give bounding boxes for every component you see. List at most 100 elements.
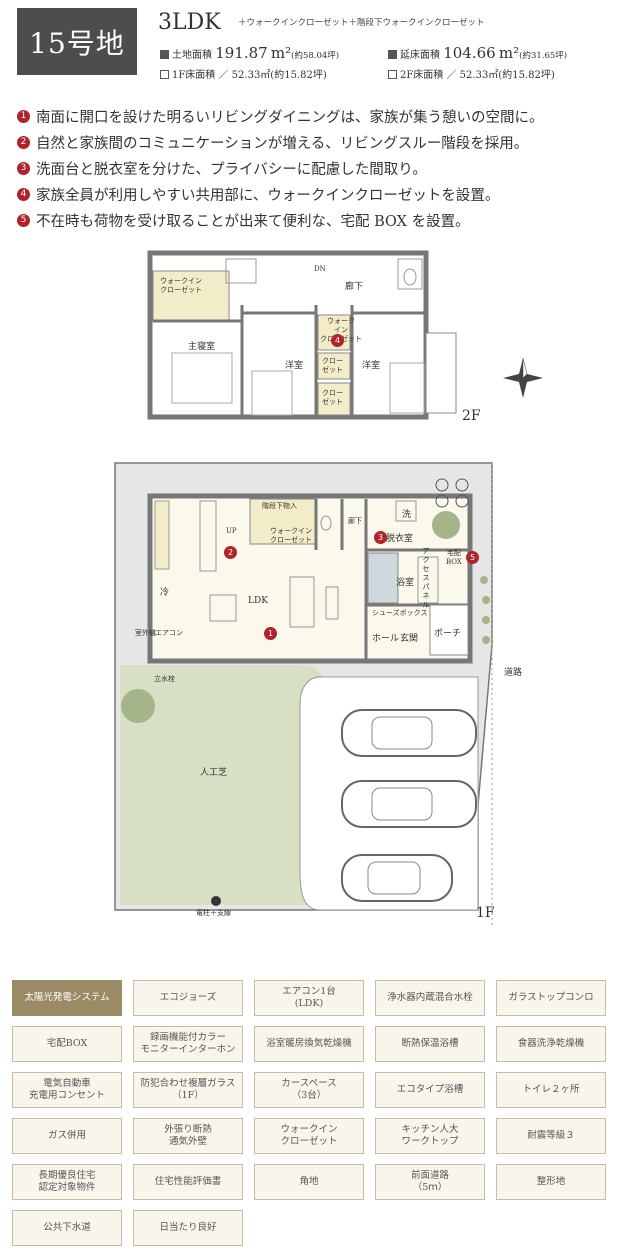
label-outdoor: 室外機 bbox=[135, 629, 156, 637]
label-walkin-2f: ウォークインクローゼット bbox=[160, 277, 202, 294]
kitchen-counter bbox=[154, 500, 170, 570]
porch bbox=[429, 604, 469, 656]
equipment-tile: ガス併用 bbox=[12, 1118, 122, 1154]
toilet-icon bbox=[320, 515, 332, 531]
label-wash: 洗 bbox=[402, 510, 412, 520]
floor-total-row: 延床面積 104.66 m²(約31.65坪) bbox=[388, 44, 567, 62]
feature-text: 家族全員が利用しやすい共用部に、ウォークインクローゼットを設置。 bbox=[36, 187, 500, 204]
label-entrance-hall: ホール bbox=[372, 634, 400, 644]
number-badge-icon: 4 bbox=[17, 187, 30, 201]
delivery-box-area bbox=[417, 556, 439, 604]
bathtub-icon bbox=[367, 552, 399, 604]
equipment-tile: エコタイプ浴槽 bbox=[375, 1072, 485, 1108]
floor-total-tsubo: (約31.65坪) bbox=[519, 51, 568, 61]
feature-text: 自然と家族間のコミュニケーションが増える、リビングスルー階段を採用。 bbox=[36, 135, 529, 152]
land-area-row: 土地面積 191.87 m²(約58.04坪) bbox=[160, 44, 339, 62]
floor-2f-value: ／ 52.33㎡(約15.82坪) bbox=[446, 70, 555, 81]
floor2-label: 2F bbox=[462, 408, 481, 424]
equipment-tile: 太陽光発電システム bbox=[12, 980, 122, 1016]
number-badge-icon: 3 bbox=[17, 161, 30, 175]
floor2-balcony bbox=[425, 332, 457, 414]
floor2-toilet bbox=[397, 258, 423, 290]
label-fridge: 冷 bbox=[160, 588, 170, 598]
equipment-tile: 宅配BOX bbox=[12, 1026, 122, 1062]
bed-icon bbox=[251, 370, 293, 416]
label-stair-wic: ウォークインクローゼット bbox=[270, 527, 312, 544]
pin-5: 5 bbox=[466, 551, 479, 564]
pin-2: 2 bbox=[224, 546, 237, 559]
feature-text: 不在時も荷物を受け取ることが出来て便利な、宅配 BOX を設置。 bbox=[36, 213, 470, 230]
floor-plan-drawing bbox=[114, 250, 543, 925]
feature-item: 2 自然と家族間のコミュニケーションが増える、リビングスルー階段を採用。 bbox=[17, 129, 607, 155]
bed-icon bbox=[389, 362, 425, 414]
filled-square-icon bbox=[388, 50, 397, 59]
feature-item: 5 不在時も荷物を受け取ることが出来て便利な、宅配 BOX を設置。 bbox=[17, 207, 607, 233]
label-dn: DN bbox=[314, 265, 326, 273]
label-hall-1f: 廊下 bbox=[348, 517, 362, 525]
equipment-tile: 住宅性能評価書 bbox=[133, 1164, 243, 1200]
equipment-tile: 日当たり良好 bbox=[133, 1210, 243, 1246]
label-hall-2f: 廊下 bbox=[345, 282, 364, 292]
equipment-tile: 浄水器内蔵混合水栓 bbox=[375, 980, 485, 1016]
car-icon bbox=[341, 854, 453, 902]
stair-wic bbox=[249, 498, 317, 545]
label-stair-storage: 階段下物入 bbox=[262, 502, 297, 510]
floor-total-label: 延床面積 bbox=[400, 50, 440, 61]
label-up: UP bbox=[226, 527, 237, 535]
dining-table-icon bbox=[209, 594, 237, 622]
turf-area bbox=[120, 665, 300, 905]
equipment-tile: 外張り断熱通気外壁 bbox=[133, 1118, 243, 1154]
number-badge-icon: 5 bbox=[17, 213, 30, 227]
car-icon bbox=[341, 709, 477, 757]
equipment-tile: 電気自動車充電用コンセント bbox=[12, 1072, 122, 1108]
equipment-tile: 角地 bbox=[254, 1164, 364, 1200]
bicycle-icon bbox=[435, 478, 469, 508]
equipment-tile: キッチン人大ワークトップ bbox=[375, 1118, 485, 1154]
equipment-tile: 公共下水道 bbox=[12, 1210, 122, 1246]
label-access-panel: アクセスパネル bbox=[422, 547, 430, 609]
floor-1f-row: 1F床面積 ／ 52.33㎡(約15.82坪) bbox=[160, 66, 327, 81]
land-area-unit: m² bbox=[270, 44, 292, 62]
equipment-tile: エコジョーズ bbox=[133, 980, 243, 1016]
pin-1: 1 bbox=[264, 627, 277, 640]
equipment-tile: 耐震等級３ bbox=[496, 1118, 606, 1154]
label-closet-2: クローゼット bbox=[322, 389, 343, 406]
label-shoes: シューズボックス bbox=[372, 609, 428, 617]
lot-number-badge: 15号地 bbox=[17, 8, 137, 75]
floor-total-unit: m² bbox=[498, 44, 520, 62]
floor-plan: ウォークインクローゼット 主寝室 洋室 洋室 廊下 DN ウォークインクローゼッ… bbox=[0, 245, 620, 965]
equipment-tile: カースペース（3台） bbox=[254, 1072, 364, 1108]
label-master: 主寝室 bbox=[188, 342, 216, 352]
feature-item: 3 洗面台と脱衣室を分けた、プライバシーに配慮した間取り。 bbox=[17, 155, 607, 181]
number-badge-icon: 2 bbox=[17, 135, 30, 149]
land-area-label: 土地面積 bbox=[172, 50, 212, 61]
label-road: 道路 bbox=[504, 668, 523, 678]
kitchen-island bbox=[199, 500, 217, 572]
tree-icon bbox=[432, 511, 460, 539]
floor2-stairs bbox=[225, 258, 257, 284]
floor-2f-label: 2F床面積 bbox=[400, 70, 444, 81]
feature-item: 4 家族全員が利用しやすい共用部に、ウォークインクローゼットを設置。 bbox=[17, 181, 607, 207]
tree-icon bbox=[121, 689, 155, 723]
label-western-1: 洋室 bbox=[285, 361, 304, 371]
sofa-icon bbox=[289, 576, 315, 628]
car-icon bbox=[341, 780, 477, 828]
equipment-tile: 食器洗浄乾燥機 bbox=[496, 1026, 606, 1062]
floor-2f-row: 2F床面積 ／ 52.33㎡(約15.82坪) bbox=[388, 66, 555, 81]
label-turf: 人工芝 bbox=[200, 768, 228, 778]
open-square-icon bbox=[388, 70, 397, 79]
equipment-tile: 前面道路（5ｍ） bbox=[375, 1164, 485, 1200]
feature-text: 洗面台と脱衣室を分けた、プライバシーに配慮した間取り。 bbox=[36, 161, 427, 178]
equipment-tile: 長期優良住宅認定対象物件 bbox=[12, 1164, 122, 1200]
label-aircon: エアコン bbox=[155, 629, 183, 637]
plan-extra: ＋ウォークインクローゼット＋階段下ウォークインクローゼット bbox=[238, 18, 485, 28]
number-badge-icon: 1 bbox=[17, 109, 30, 123]
label-faucet: 立水栓 bbox=[154, 675, 175, 683]
lot-number: 15号地 bbox=[29, 26, 125, 60]
label-dressing: 脱衣室 bbox=[386, 534, 414, 544]
equipment-tile: 浴室暖房換気乾燥機 bbox=[254, 1026, 364, 1062]
equipment-tile: 防犯合わせ複層ガラス（1F） bbox=[133, 1072, 243, 1108]
equipment-tile: ウォークインクローゼット bbox=[254, 1118, 364, 1154]
